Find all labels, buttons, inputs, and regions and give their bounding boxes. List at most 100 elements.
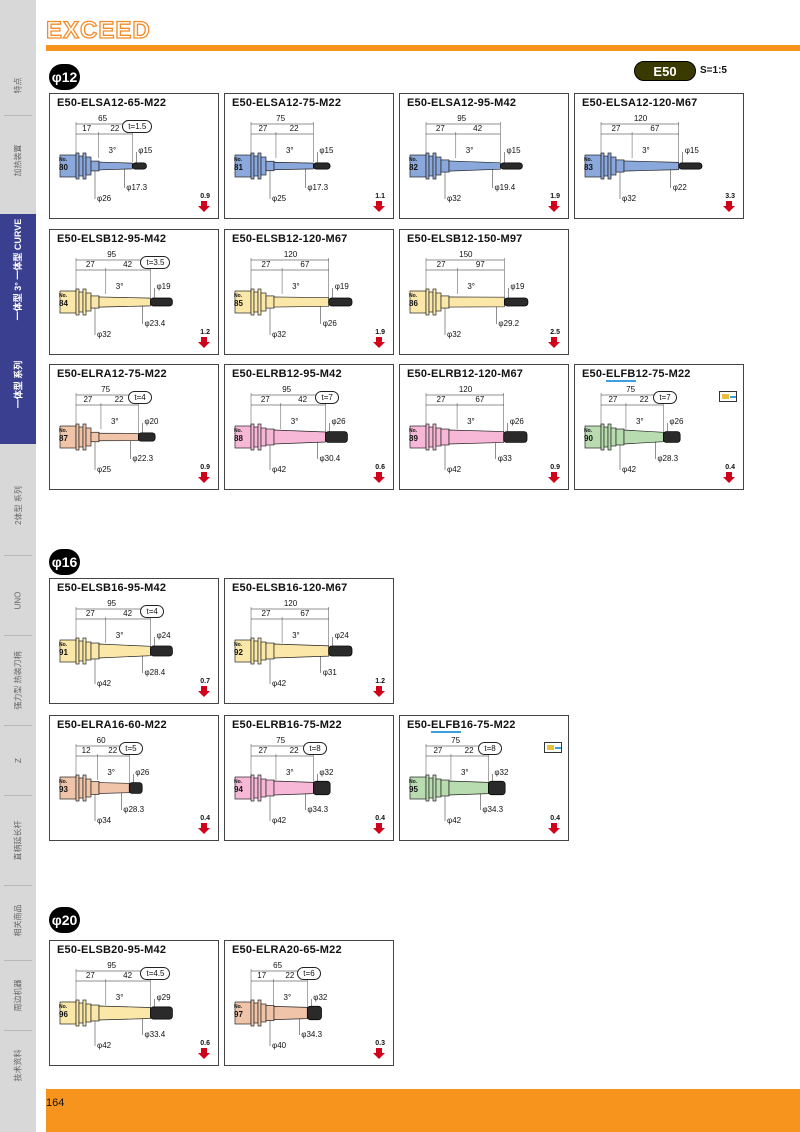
flange-body bbox=[428, 426, 434, 448]
dim-length-b: 42 bbox=[123, 609, 133, 618]
holder-drawing bbox=[234, 122, 331, 199]
flange-body bbox=[257, 288, 262, 316]
dim-diameter-1: φ19 bbox=[156, 282, 171, 291]
flange-body bbox=[253, 291, 259, 313]
holder-neck bbox=[90, 295, 100, 309]
sidebar-item-extension[interactable]: 直柄延长杆 bbox=[13, 820, 23, 860]
flange-body bbox=[435, 156, 442, 176]
holder-taper bbox=[98, 296, 151, 308]
holder-taper bbox=[448, 429, 505, 445]
weight-value: 0.3 bbox=[375, 1040, 385, 1047]
sidebar-item-one-piece[interactable]: 一体型 系列 bbox=[0, 324, 36, 444]
down-arrow-icon bbox=[723, 472, 735, 483]
taper-angle: 3° bbox=[110, 417, 119, 426]
holder-taper bbox=[273, 643, 330, 659]
holder-neck bbox=[265, 160, 275, 172]
thickness-label: t=3.5 bbox=[140, 256, 171, 269]
product-title: E50-ELSA12-95-M42 bbox=[407, 97, 517, 109]
sidebar-item-features[interactable]: 特点 bbox=[13, 77, 23, 93]
dim-total-length: 95 bbox=[282, 385, 292, 394]
dim-diameter-2: φ29.2 bbox=[498, 319, 520, 328]
weight-value: 3.3 bbox=[725, 193, 735, 200]
down-arrow-icon bbox=[198, 472, 210, 483]
taper-angle: 3° bbox=[283, 993, 292, 1002]
product-title: E50-ELSB12-120-M67 bbox=[232, 233, 348, 245]
flange-body bbox=[260, 641, 267, 661]
flange-body bbox=[432, 774, 437, 802]
sidebar-item-heating[interactable]: 加热装置 bbox=[13, 144, 23, 176]
holder-neck bbox=[615, 159, 625, 173]
sidebar-item-peripheral[interactable]: 周边机器 bbox=[13, 979, 23, 1011]
thickness-label: t=7 bbox=[653, 391, 677, 404]
dim-diameter-3: φ42 bbox=[447, 465, 462, 474]
down-arrow-icon bbox=[373, 472, 385, 483]
flange-body bbox=[435, 427, 442, 447]
dim-total-length: 120 bbox=[283, 599, 298, 608]
sidebar-item-power[interactable]: 强力型 热装刀柄 bbox=[13, 650, 23, 710]
sidebar-item-two-piece[interactable]: 2体型 系列 bbox=[13, 485, 23, 525]
dim-length-b: 22 bbox=[464, 746, 474, 755]
no-label: No. bbox=[59, 428, 68, 434]
weight-value: 1.1 bbox=[375, 193, 385, 200]
flange-body bbox=[85, 156, 92, 176]
dim-diameter-2: φ33.4 bbox=[144, 1030, 166, 1039]
holder-drawing bbox=[409, 393, 528, 470]
tool-shank bbox=[138, 432, 156, 442]
tool-shank bbox=[328, 297, 353, 307]
weight-value: 1.9 bbox=[550, 193, 560, 200]
weight-value: 0.7 bbox=[200, 678, 210, 685]
dim-total-length: 65 bbox=[98, 114, 108, 123]
thickness-label: t=5 bbox=[119, 742, 143, 755]
flange-body bbox=[432, 152, 437, 180]
dim-diameter-2: φ26 bbox=[322, 319, 337, 328]
flange-body bbox=[610, 427, 617, 447]
no-value: 88 bbox=[234, 434, 243, 443]
dim-total-length: 65 bbox=[273, 961, 283, 970]
holder-neck bbox=[615, 428, 625, 446]
product-number: No.88 bbox=[234, 428, 254, 443]
no-value: 83 bbox=[584, 163, 593, 172]
dim-diameter-1: φ20 bbox=[144, 417, 159, 426]
no-label: No. bbox=[584, 428, 593, 434]
down-arrow-icon bbox=[548, 201, 560, 212]
title-highlight: ELFB bbox=[606, 368, 636, 382]
sidebar-item-uno[interactable]: UNO bbox=[13, 591, 23, 609]
sidebar-item-z[interactable]: Z bbox=[13, 757, 23, 763]
holder-neck bbox=[440, 779, 450, 797]
product-number: No.93 bbox=[59, 779, 79, 794]
dim-diameter-2: φ17.3 bbox=[126, 183, 148, 192]
title-suffix: 12-75-M22 bbox=[635, 368, 691, 380]
taper-angle: 3° bbox=[285, 146, 294, 155]
flange-body bbox=[257, 999, 262, 1027]
sidebar-item-related[interactable]: 相关商品 bbox=[13, 904, 23, 936]
dim-length-a: 17 bbox=[257, 971, 267, 980]
dim-diameter-3: φ42 bbox=[97, 1041, 112, 1050]
weight-value: 0.4 bbox=[200, 815, 210, 822]
taper-angle: 3° bbox=[467, 417, 475, 426]
sidebar-item-curve[interactable]: 一体型 3° 一体型 CURVE bbox=[0, 214, 36, 324]
dim-diameter-3: φ25 bbox=[272, 194, 287, 203]
dim-diameter-1: φ15 bbox=[319, 146, 334, 155]
no-value: 92 bbox=[234, 648, 243, 657]
sidebar-item-tech[interactable]: 技术资料 bbox=[13, 1049, 23, 1081]
product-title: E50-ELSB12-95-M42 bbox=[57, 233, 167, 245]
no-label: No. bbox=[59, 157, 68, 163]
